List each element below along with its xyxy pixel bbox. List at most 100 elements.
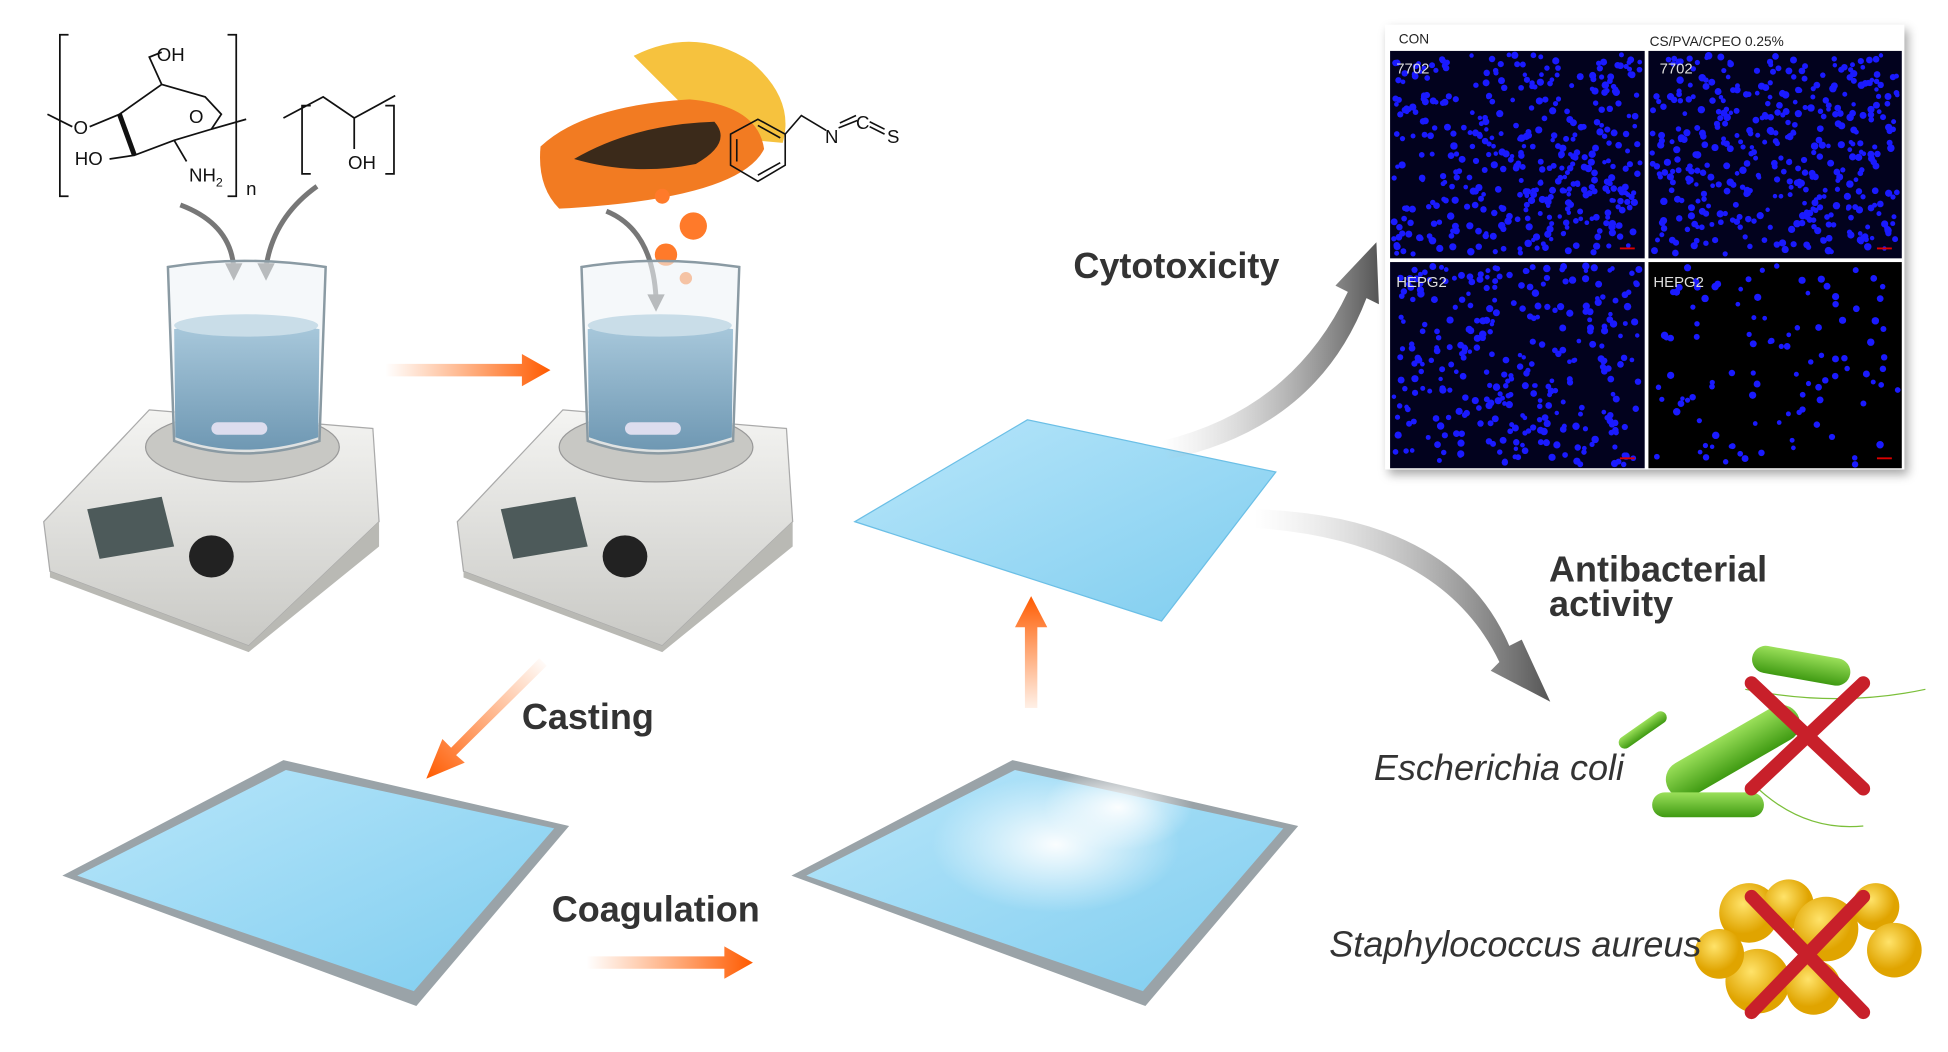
cell-nucleus [1555, 96, 1562, 102]
cell-nucleus [1894, 92, 1900, 98]
cell-nucleus [1622, 321, 1628, 327]
cell-nucleus [1749, 340, 1757, 348]
finished-film [853, 419, 1277, 622]
cell-nucleus [1634, 92, 1640, 98]
cell-nucleus [1762, 84, 1770, 92]
cell-nucleus [1774, 109, 1781, 116]
cell-nucleus [1411, 266, 1418, 273]
cell-nucleus [1682, 111, 1688, 117]
cell-nucleus [1845, 206, 1851, 211]
cell-nucleus [1592, 144, 1599, 152]
cell-nucleus [1709, 444, 1715, 449]
cell-nucleus [1790, 241, 1797, 248]
cell-nucleus [1606, 243, 1612, 249]
cell-nucleus [1791, 74, 1797, 80]
cell-nucleus [1733, 107, 1740, 114]
cell-nucleus [1442, 278, 1449, 285]
cell-nucleus [1650, 107, 1656, 114]
cell-nucleus [1415, 356, 1423, 364]
cell-nucleus [1481, 137, 1489, 145]
cell-nucleus [1451, 196, 1459, 204]
cell-nucleus [1447, 387, 1453, 393]
cell-nucleus [1471, 201, 1479, 209]
cell-nucleus [1848, 67, 1854, 73]
cell-nucleus [1656, 98, 1662, 105]
cell-nucleus [1538, 341, 1546, 348]
cell-nucleus [1519, 61, 1526, 68]
cell-nucleus [1631, 190, 1637, 196]
cell-nucleus [1816, 396, 1824, 404]
cell-nucleus [1549, 107, 1557, 115]
cell-nucleus [1514, 61, 1521, 68]
cell-nucleus [1677, 134, 1686, 142]
cell-nucleus [1787, 158, 1793, 164]
cell-nucleus [1737, 224, 1743, 230]
cell-nucleus [1674, 156, 1681, 163]
cell-nucleus [1478, 195, 1484, 202]
cell-nucleus [1462, 394, 1469, 401]
cell-nucleus [1805, 380, 1812, 387]
cell-nucleus [1607, 411, 1614, 419]
cell-nucleus [1486, 151, 1492, 158]
cell-nucleus [1530, 390, 1538, 397]
cytotoxicity-label: Cytotoxicity [1073, 245, 1279, 286]
cell-nucleus [1610, 185, 1617, 192]
cell-nucleus [1772, 53, 1779, 60]
cell-nucleus [1505, 401, 1513, 409]
cell-nucleus [1805, 244, 1812, 250]
cell-nucleus [1868, 116, 1875, 123]
cell-nucleus [1610, 129, 1618, 137]
cell-nucleus [1489, 232, 1497, 240]
cell-nucleus [1394, 414, 1401, 420]
cell-nucleus [1708, 78, 1716, 86]
cell-nucleus [1704, 162, 1710, 168]
cell-nucleus [1659, 232, 1665, 238]
cell-nucleus [1529, 143, 1536, 150]
s-aureus-illustration [1694, 879, 1922, 1020]
cell-nucleus [1590, 249, 1597, 256]
cell-nucleus [1734, 171, 1740, 176]
cell-nucleus [1449, 183, 1455, 190]
cell-nucleus [1468, 278, 1476, 286]
cell-nucleus [1577, 411, 1583, 417]
cell-nucleus [1688, 168, 1695, 175]
cell-nucleus [1589, 71, 1597, 80]
cell-nucleus [1851, 102, 1856, 107]
nh2-label: NH2 [189, 164, 223, 189]
cell-nucleus [1812, 173, 1819, 181]
cell-nucleus [1802, 63, 1809, 70]
cell-nucleus [1827, 159, 1835, 167]
cell-nucleus [1596, 60, 1602, 66]
cell-nucleus [1722, 210, 1728, 217]
cell-nucleus [1581, 154, 1588, 161]
cell-nucleus [1400, 79, 1406, 85]
cell-nucleus [1629, 270, 1635, 276]
cell-nucleus [1572, 422, 1580, 430]
cell-nucleus [1723, 187, 1731, 195]
cell-nucleus [1454, 174, 1460, 181]
cell-nucleus [1618, 52, 1624, 58]
cell-nucleus [1737, 450, 1744, 457]
cell-nucleus [1502, 356, 1510, 364]
cell-nucleus [1441, 432, 1448, 439]
cell-nucleus [1411, 71, 1418, 77]
cell-nucleus [1521, 355, 1526, 360]
cell-nucleus [1517, 352, 1523, 358]
cell-nucleus [1680, 396, 1685, 401]
cell-nucleus [1694, 321, 1700, 327]
cell-nucleus [1530, 315, 1537, 322]
cell-nucleus [1891, 214, 1897, 220]
cell-nucleus [1884, 93, 1892, 100]
cell-nucleus [1690, 66, 1696, 72]
cell-nucleus [1749, 145, 1755, 150]
cell-nucleus [1881, 220, 1889, 228]
cell-nucleus [1545, 203, 1551, 209]
cell-nucleus [1834, 120, 1842, 128]
cell-nucleus [1548, 236, 1554, 242]
cell-nucleus [1622, 130, 1630, 138]
cell-nucleus [1521, 143, 1527, 149]
cell-nucleus [1427, 388, 1433, 394]
cell-nucleus [1675, 58, 1683, 66]
cell-nucleus [1753, 380, 1761, 388]
cell-nucleus [1577, 208, 1584, 215]
